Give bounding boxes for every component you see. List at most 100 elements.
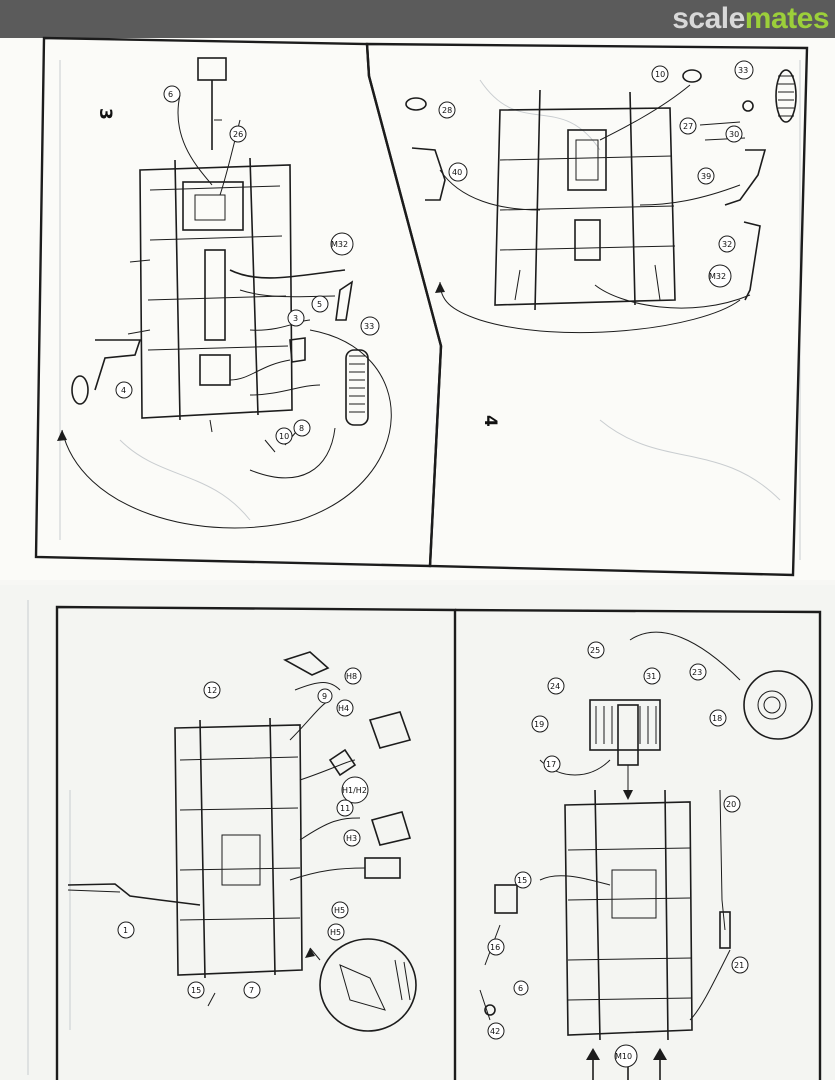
svg-text:11: 11 <box>340 804 350 813</box>
svg-text:33: 33 <box>738 66 748 75</box>
callout: 1 <box>117 921 135 939</box>
svg-text:26: 26 <box>233 130 243 139</box>
callout: H5 <box>327 923 345 941</box>
svg-text:31: 31 <box>646 672 656 681</box>
svg-text:5: 5 <box>317 300 322 309</box>
callout: M32 <box>708 264 732 288</box>
callout: 30 <box>725 125 743 143</box>
step-3-callouts: 6 26 M32 5 3 4 33 10 8 <box>115 85 380 445</box>
callout: 33 <box>360 316 380 336</box>
svg-text:19: 19 <box>534 720 544 729</box>
callout: 9 <box>317 688 333 704</box>
svg-text:7: 7 <box>249 986 254 995</box>
callout: 4 <box>115 381 133 399</box>
svg-text:10: 10 <box>279 432 289 441</box>
svg-text:M32: M32 <box>709 272 726 281</box>
callout: 21 <box>731 956 749 974</box>
svg-text:21: 21 <box>734 961 744 970</box>
callout: 23 <box>689 663 707 681</box>
callout: 15 <box>514 871 532 889</box>
callout: 12 <box>203 681 221 699</box>
svg-text:17: 17 <box>546 760 556 769</box>
bleed-through-marks <box>27 60 801 1075</box>
step-2-callouts: 25 23 24 31 19 18 17 20 15 16 21 6 42 M1… <box>487 641 749 1068</box>
callout: 5 <box>311 295 329 313</box>
svg-text:12: 12 <box>207 686 217 695</box>
step-3-chassis <box>127 157 293 433</box>
svg-text:27: 27 <box>683 122 693 131</box>
svg-text:40: 40 <box>452 168 462 177</box>
svg-text:H3: H3 <box>346 834 357 843</box>
callout: 6 <box>513 980 529 996</box>
logo-text-scale: scale <box>672 2 745 35</box>
svg-text:33: 33 <box>364 322 374 331</box>
callout: 31 <box>643 667 661 685</box>
callout: 8 <box>293 419 311 437</box>
svg-text:10: 10 <box>655 70 665 79</box>
svg-text:3: 3 <box>293 314 298 323</box>
svg-text:20: 20 <box>726 800 736 809</box>
step-2-panel: 25 23 24 31 19 18 17 20 15 16 21 6 42 M1… <box>454 608 822 1080</box>
callout: 28 <box>438 101 456 119</box>
svg-text:9: 9 <box>322 692 327 701</box>
svg-text:25: 25 <box>590 646 600 655</box>
svg-text:15: 15 <box>517 876 527 885</box>
step-3-panel: 3 <box>34 36 443 568</box>
svg-text:18: 18 <box>712 714 722 723</box>
svg-text:39: 39 <box>701 172 711 181</box>
callout: 25 <box>587 641 605 659</box>
callout: H5 <box>331 901 349 919</box>
callout: 19 <box>531 715 549 733</box>
callout: 24 <box>547 677 565 695</box>
callout: 15 <box>187 981 205 999</box>
svg-text:1: 1 <box>123 926 128 935</box>
callout: 11 <box>336 799 354 817</box>
callout: H1/H2 <box>341 776 369 804</box>
callout: H8 <box>344 667 362 685</box>
svg-text:24: 24 <box>550 682 560 691</box>
svg-text:4: 4 <box>121 386 126 395</box>
callout: 18 <box>709 709 727 727</box>
callout: 32 <box>718 235 736 253</box>
step-2-chassis <box>564 789 693 1041</box>
logo-text-mates: mates <box>744 2 830 35</box>
svg-text:M32: M32 <box>331 240 348 249</box>
svg-text:28: 28 <box>442 106 452 115</box>
step-3-number: 3 <box>95 108 115 120</box>
svg-text:H1/H2: H1/H2 <box>342 786 367 795</box>
callout: 3 <box>287 309 305 327</box>
callout: 20 <box>723 795 741 813</box>
callout: H4 <box>336 699 354 717</box>
svg-text:30: 30 <box>729 130 739 139</box>
step-4-panel: 4 28 40 10 33 <box>365 42 809 577</box>
callout: 16 <box>487 938 505 956</box>
callout: 26 <box>229 125 247 143</box>
svg-text:6: 6 <box>168 90 173 99</box>
step-1-chassis <box>174 717 303 979</box>
svg-text:6: 6 <box>518 984 523 993</box>
svg-text:8: 8 <box>299 424 304 433</box>
step-4-chassis <box>494 89 676 311</box>
callout: 17 <box>543 755 561 773</box>
scalemates-logo[interactable]: scalemates <box>672 2 829 36</box>
step-4-callouts: 28 40 10 33 27 30 39 32 M32 <box>438 60 754 288</box>
svg-text:M10: M10 <box>615 1052 632 1061</box>
callout: 33 <box>734 60 754 80</box>
callout: H3 <box>343 829 361 847</box>
svg-text:42: 42 <box>490 1027 500 1036</box>
step-4-number: 4 <box>480 415 500 427</box>
callout: 40 <box>448 162 468 182</box>
step-1-callouts: 12 H8 9 H4 H1/H2 11 H3 H5 H5 1 7 15 <box>117 667 369 999</box>
svg-text:15: 15 <box>191 986 201 995</box>
callout: 27 <box>679 117 697 135</box>
callout: 7 <box>243 981 261 999</box>
svg-text:32: 32 <box>722 240 732 249</box>
callout: 10 <box>651 65 669 83</box>
svg-text:H5: H5 <box>334 906 345 915</box>
step-1-panel: 12 H8 9 H4 H1/H2 11 H3 H5 H5 1 7 15 <box>55 605 457 1080</box>
svg-text:23: 23 <box>692 668 702 677</box>
svg-text:16: 16 <box>490 943 500 952</box>
callout: 42 <box>487 1022 505 1040</box>
callout: 6 <box>163 85 181 103</box>
